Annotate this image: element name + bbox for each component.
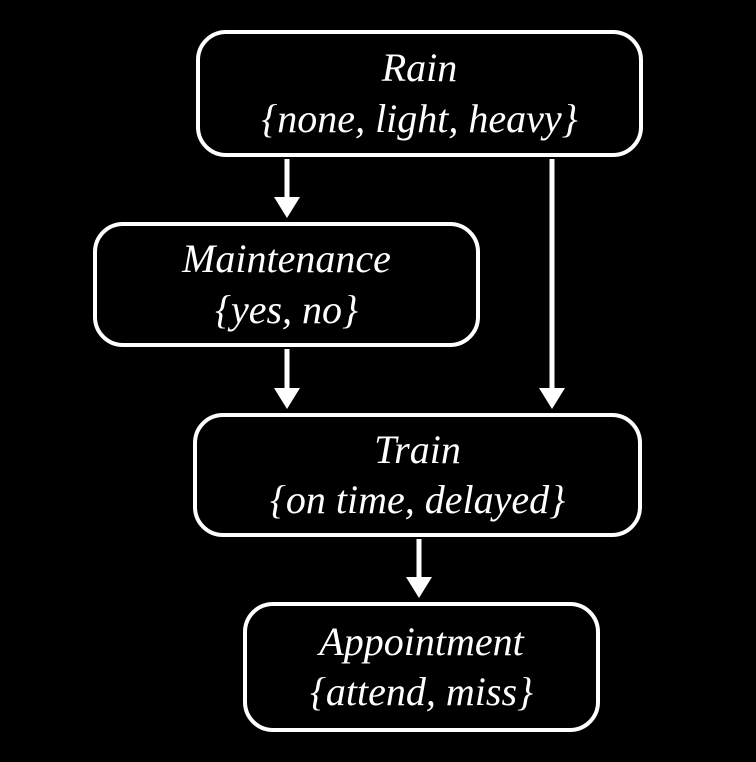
edge-rain-to-train	[539, 159, 565, 409]
node-maintenance: Maintenance {yes, no}	[93, 222, 480, 347]
node-train-label: Train	[374, 426, 461, 472]
node-appointment: Appointment {attend, miss}	[243, 602, 600, 732]
node-train-values: {on time, delayed}	[269, 477, 566, 522]
node-appointment-values: {attend, miss}	[309, 669, 534, 714]
node-rain-values: {none, light, heavy}	[261, 95, 578, 141]
arrowhead-icon	[406, 577, 432, 598]
arrowhead-icon	[539, 388, 565, 409]
node-train: Train {on time, delayed}	[193, 413, 642, 537]
node-appointment-label: Appointment	[319, 618, 524, 664]
edge-maintenance-to-train	[274, 349, 300, 409]
node-rain: Rain {none, light, heavy}	[196, 30, 643, 157]
node-maintenance-label: Maintenance	[182, 236, 391, 282]
arrowhead-icon	[274, 197, 300, 218]
edge-train-to-appointment	[406, 539, 432, 598]
arrowhead-icon	[274, 388, 300, 409]
node-rain-label: Rain	[381, 45, 458, 91]
edge-rain-to-maintenance	[274, 159, 300, 218]
node-maintenance-values: {yes, no}	[214, 286, 359, 332]
